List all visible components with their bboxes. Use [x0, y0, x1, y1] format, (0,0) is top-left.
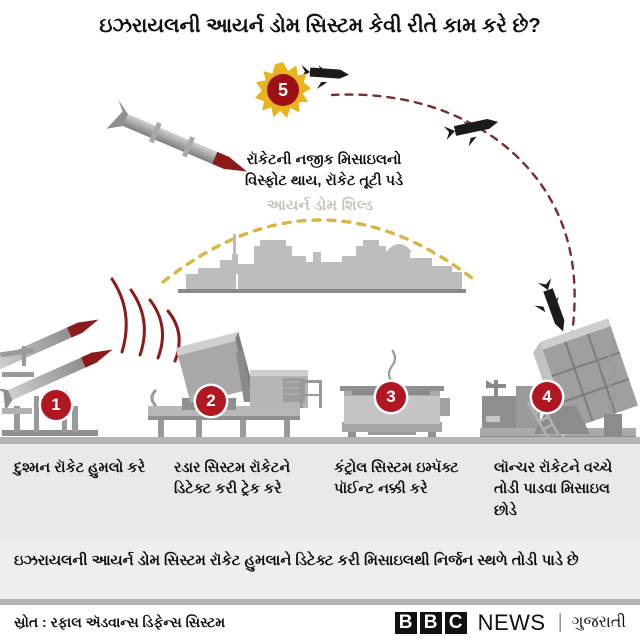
radar-system — [148, 332, 322, 437]
step-2-text: રડાર સિસ્ટમ રૉકેટને ડિટેક્ટ કરી ટ્રેક કર… — [174, 460, 291, 498]
blast-caption-line2: વિસ્ફોટ થાય, રૉકેટ તૂટી પડે — [244, 173, 404, 190]
city-skyline — [186, 234, 462, 290]
illustration-stage: 5 રૉકેટની નજીક મિસાઇલનો વિસ્ફોટ થાય, રૉક… — [0, 50, 640, 437]
source-credit: સ્રોત : રફાલ ઍડવાન્સ ડિફેન્સ સિસ્ટમ — [14, 614, 226, 630]
enemy-rocket-intercepted — [106, 100, 247, 172]
title-bar: ઇઝરાયલની આયર્ન ડોમ સિસ્ટમ કેવી રીતે કામ … — [0, 0, 640, 52]
radar-waves — [110, 277, 181, 363]
interceptor-launcher — [480, 318, 639, 437]
enemy-rocket-launcher — [0, 319, 113, 436]
bbc-language-label: ગુજરાતી — [571, 613, 626, 631]
summary-band: ઇઝરાયલની આયર્ન ડોમ સિસ્ટમ રૉકેટ હુમલાને … — [0, 541, 640, 599]
bbc-news-word: NEWS — [477, 609, 546, 635]
blast-caption: રૉકેટની નજીક મિસાઇલનો વિસ્ફોટ થાય, રૉકેટ… — [204, 150, 444, 192]
section-divider — [0, 437, 640, 444]
step-badge-3: 3 — [376, 382, 406, 412]
footer-divider — [0, 599, 640, 605]
blast-caption-line1: રૉકેટની નજીક મિસાઇલનો — [246, 152, 402, 168]
step-badge-2: 2 — [196, 386, 226, 416]
step-4: લૉન્ચર રૉકેટને વચ્ચે તોડી પાડવા મિસાઇલ છ… — [480, 444, 640, 541]
step-1-text: દુશ્મન રૉકેટ હુમલો કરે — [14, 460, 146, 476]
bbc-blocks: B B C — [394, 611, 467, 634]
dome-shield-label: આયર્ન ડોમ શિલ્ડ — [266, 197, 374, 214]
step-1: દુશ્મન રૉકેટ હુમલો કરે — [0, 444, 160, 541]
bbc-block-b1: B — [394, 611, 417, 634]
bbc-news-logo: B B C NEWS | ગુજરાતી — [394, 609, 626, 636]
bbc-block-c: C — [444, 611, 467, 634]
step-badge-4: 4 — [532, 382, 562, 412]
dome-shield-arc — [161, 218, 479, 284]
steps-strip: દુશ્મન રૉકેટ હુમલો કરે રડાર સિસ્ટમ રૉકેટ… — [0, 444, 640, 541]
page-title: ઇઝરાયલની આયર્ન ડોમ સિસ્ટમ કેવી રીતે કામ … — [99, 13, 541, 37]
step-badge-1: 1 — [41, 390, 71, 420]
step-badge-5: 5 — [267, 74, 299, 106]
illustration-svg — [0, 64, 639, 437]
step-2: રડાર સિસ્ટમ રૉકેટને ડિટેક્ટ કરી ટ્રેક કર… — [160, 444, 320, 541]
footer-bar: સ્રોત : રફાલ ઍડવાન્સ ડિફેન્સ સિસ્ટમ B B … — [0, 605, 640, 640]
ground-line — [178, 289, 466, 293]
explosion-marker: 5 — [255, 62, 311, 118]
bbc-logo-divider: | — [557, 611, 563, 633]
step-3-text: કંટ્રોલ સિસ્ટમ ઇમ્પૅક્ટ પૉઈન્ટ નક્કી કરે — [334, 460, 459, 498]
bbc-block-b2: B — [419, 611, 442, 634]
step-4-text: લૉન્ચર રૉકેટને વચ્ચે તોડી પાડવા મિસાઇલ છ… — [494, 460, 613, 519]
interceptor-missile-near-blast — [300, 64, 349, 90]
interceptor-missile-upper — [443, 119, 499, 147]
summary-text: ઇઝરાયલની આયર્ન ડોમ સિસ્ટમ રૉકેટ હુમલાને … — [14, 553, 579, 569]
step-3: કંટ્રોલ સિસ્ટમ ઇમ્પૅક્ટ પૉઈન્ટ નક્કી કરે — [320, 444, 480, 541]
interceptor-missile-path — [330, 93, 576, 368]
interceptor-missile-lower — [534, 278, 565, 332]
